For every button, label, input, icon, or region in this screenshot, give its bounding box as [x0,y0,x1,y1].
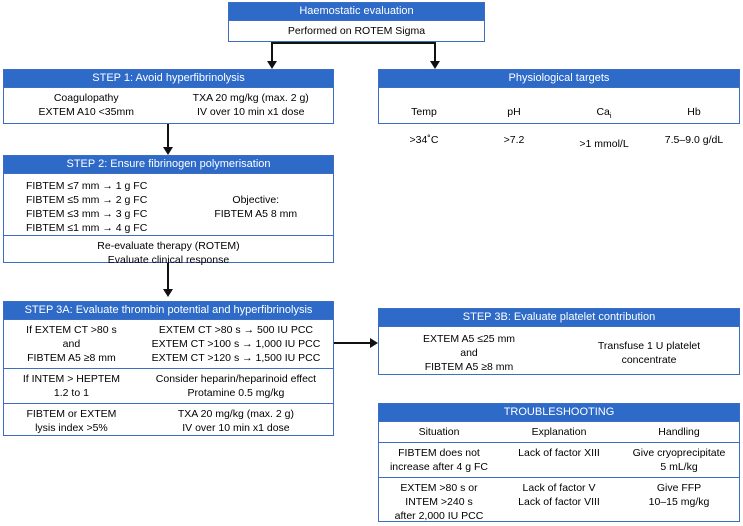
physiological-target-ph-value: >7.2 [503,134,525,146]
connector-top-horizontal [272,42,436,44]
haemostatic-evaluation-box: Haemostatic evaluation Performed on ROTE… [228,2,485,42]
connector-step2-to-step3a [167,263,169,291]
arrow-to-physiological [430,61,440,69]
physiological-target-calcium: Cai >1 mmol/L [559,88,649,154]
physiological-target-temp-value: >34˚C [409,134,439,146]
physiological-targets-box: Physiological targets Temp >34˚C pH >7.2… [378,69,740,150]
step3a-heparin-action: Consider heparin/heparinoid effect Prota… [155,373,317,399]
step3a-thrombin-action: EXTEM CT >80 s → 500 IU PCC EXTEM CT >10… [151,324,321,364]
arrow-to-step1 [267,61,277,69]
haemostatic-evaluation-body: Performed on ROTEM Sigma [229,20,484,42]
physiological-target-ph: pH >7.2 [469,88,559,154]
step2-fibtem-dosing: FIBTEM ≤7 mm → 1 g FC FIBTEM ≤5 mm → 2 g… [26,180,148,234]
physiological-target-temp: Temp >34˚C [379,88,469,154]
step1-row: Coagulopathy EXTEM A10 <35mm TXA 20 mg/k… [4,87,333,122]
troubleshooting-explanation: Lack of factor XIII [518,447,600,459]
troubleshooting-title: TROUBLESHOOTING [379,404,739,421]
step3b-action: Transfuse 1 U platelet concentrate [597,340,701,366]
troubleshooting-header-row: Situation Explanation Handling [379,421,739,442]
troubleshooting-handling: Give cryoprecipitate 5 mL/kg [632,447,726,473]
step3b-condition: EXTEM A5 ≤25 mm and FIBTEM A5 ≥8 mm [422,333,516,373]
connector-to-step1 [271,42,273,63]
physiological-target-ph-label: pH [507,106,521,118]
troubleshooting-header-situation: Situation [418,426,460,438]
physiological-targets-row: Temp >34˚C pH >7.2 Cai >1 mmol/L Hb 7.5–… [379,87,739,154]
arrow-step1-to-step2 [163,147,173,155]
step3a-row-thrombin: If EXTEM CT >80 s and FIBTEM A5 ≥8 mm EX… [4,319,333,368]
step1-title: STEP 1: Avoid hyperfibrinolysis [4,70,333,87]
troubleshooting-header-explanation: Explanation [531,426,587,438]
troubleshooting-header-handling: Handling [658,426,700,438]
step1-condition: Coagulopathy EXTEM A10 <35mm [38,92,134,118]
physiological-target-hb: Hb 7.5–9.0 g/dL [649,88,739,154]
step2-title: STEP 2: Ensure fibrinogen polymerisation [4,156,333,173]
physiological-target-temp-label: Temp [411,106,437,118]
step1-action: TXA 20 mg/kg (max. 2 g) IV over 10 min x… [192,92,309,118]
step3a-row-lysis: FIBTEM or EXTEM lysis index >5% TXA 20 m… [4,403,333,438]
troubleshooting-box: TROUBLESHOOTING Situation Explanation Ha… [378,403,740,522]
troubleshooting-explanation: Lack of factor V Lack of factor VIII [518,482,600,508]
troubleshooting-row: FIBTEM does not increase after 4 g FC La… [379,442,739,477]
connector-step1-to-step2 [167,124,169,149]
step3a-title: STEP 3A: Evaluate thrombin potential and… [4,302,333,319]
step3a-lysis-action: TXA 20 mg/kg (max. 2 g) IV over 10 min x… [177,408,294,434]
troubleshooting-situation: FIBTEM does not increase after 4 g FC [389,447,489,473]
step2-reevaluate: Re-evaluate therapy (ROTEM) Evaluate cli… [4,235,333,270]
connector-to-physiological [434,42,436,63]
step1-box: STEP 1: Avoid hyperfibrinolysis Coagulop… [3,69,334,124]
step3a-thrombin-condition: If EXTEM CT >80 s and FIBTEM A5 ≥8 mm [26,324,117,364]
physiological-target-calcium-label: Ca [596,106,610,118]
arrow-step3a-to-step3b [370,338,378,348]
troubleshooting-situation: EXTEM >80 s or INTEM >240 s after 2,000 … [394,482,484,522]
step3a-row-heparin: If INTEM > HEPTEM 1.2 to 1 Consider hepa… [4,368,333,403]
step3b-box: STEP 3B: Evaluate platelet contribution … [378,308,740,375]
troubleshooting-row: EXTEM >80 s or INTEM >240 s after 2,000 … [379,477,739,526]
step3a-heparin-condition: If INTEM > HEPTEM 1.2 to 1 [22,373,120,399]
step3a-box: STEP 3A: Evaluate thrombin potential and… [3,301,334,436]
step3b-title: STEP 3B: Evaluate platelet contribution [379,309,739,326]
connector-step3a-to-step3b [334,342,372,344]
physiological-target-hb-label: Hb [687,106,701,118]
physiological-targets-title: Physiological targets [379,70,739,87]
step3a-lysis-condition: FIBTEM or EXTEM lysis index >5% [26,408,117,434]
troubleshooting-handling: Give FFP 10–15 mg/kg [648,482,710,508]
physiological-target-calcium-subscript: i [609,111,612,121]
haemostatic-evaluation-title: Haemostatic evaluation [229,3,484,20]
arrow-step2-to-step3a [163,289,173,297]
physiological-target-calcium-value: >1 mmol/L [579,138,629,151]
step2-objective: Objective: FIBTEM A5 8 mm [214,194,298,220]
step2-box: STEP 2: Ensure fibrinogen polymerisation… [3,155,334,266]
step3b-row: EXTEM A5 ≤25 mm and FIBTEM A5 ≥8 mm Tran… [379,326,739,377]
physiological-target-hb-value: 7.5–9.0 g/dL [664,134,724,146]
step2-main-row: FIBTEM ≤7 mm → 1 g FC FIBTEM ≤5 mm → 2 g… [4,173,333,235]
